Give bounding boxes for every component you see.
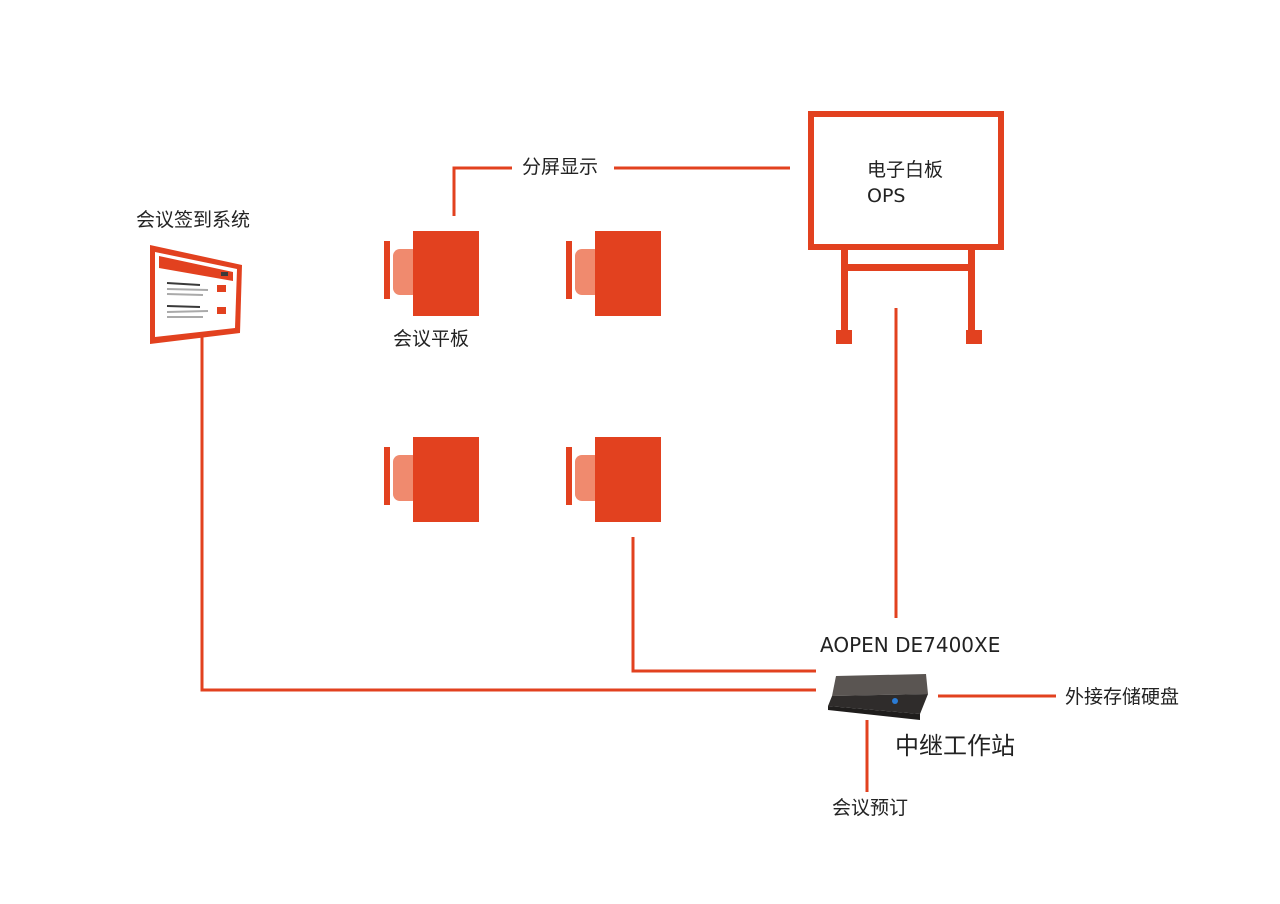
meeting-tablet-icon [566, 231, 661, 316]
whiteboard-label-line2: OPS [867, 185, 906, 207]
electronic-whiteboard-icon [808, 111, 1004, 344]
power-led-icon [892, 698, 898, 704]
meeting-tablet-icon [566, 437, 661, 522]
tablet-to-station-connector [631, 537, 816, 673]
split-screen-connector [452, 166, 512, 216]
meeting-tablet-icon [384, 231, 479, 316]
relay-station-label: 中继工作站 [895, 732, 1015, 760]
split-screen-label: 分屏显示 [522, 156, 599, 178]
connector-lines [200, 166, 1056, 792]
meeting-tablet-label: 会议平板 [393, 328, 470, 350]
meeting-tablet-icon [384, 437, 479, 522]
external-storage-label: 外接存储硬盘 [1065, 686, 1180, 708]
device-model-label: AOPEN DE7400XE [820, 633, 1001, 657]
mini-pc-icon [828, 674, 928, 720]
checkin-screen-icon [150, 245, 242, 344]
checkin-to-station-connector [200, 337, 816, 692]
checkin-system-label: 会议签到系统 [136, 209, 251, 231]
whiteboard-label-line1: 电子白板 [867, 159, 944, 181]
meeting-booking-label: 会议预订 [832, 797, 909, 819]
